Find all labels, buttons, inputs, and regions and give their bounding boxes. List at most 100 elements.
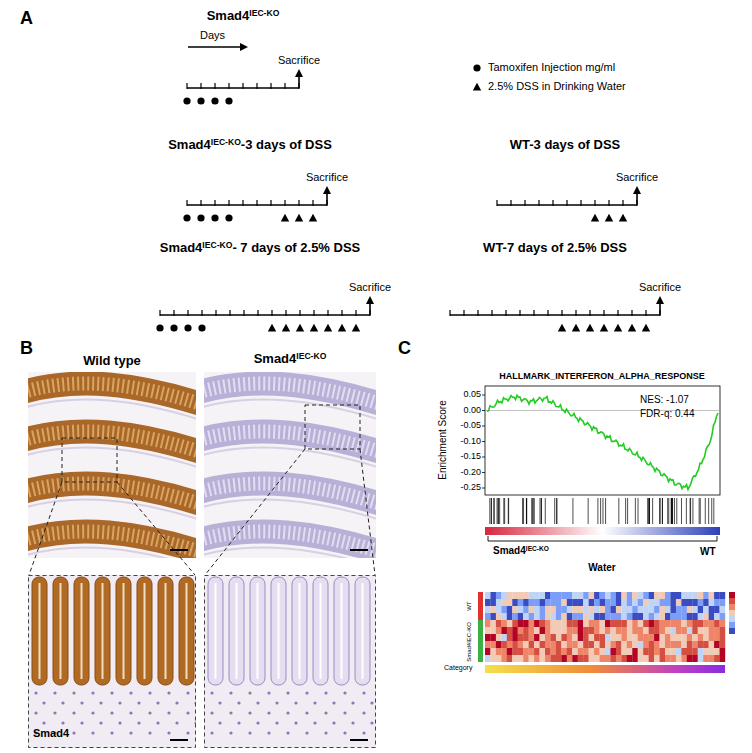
crypt-lumen: [39, 583, 41, 679]
heatmap-cell: [589, 620, 595, 627]
heatmap-cell: [627, 613, 633, 620]
scale-bar: [170, 739, 188, 741]
stroma-nucleus: [313, 721, 316, 724]
stroma-nucleus: [343, 711, 346, 714]
figure-label: Smad4IEC-KO: [466, 622, 472, 662]
day-tick: [510, 200, 511, 206]
heatmap-cell: [720, 627, 726, 634]
heatmap-cell: [572, 634, 578, 641]
heatmap-cell: [643, 606, 649, 613]
days-arrow: [188, 46, 246, 47]
stroma-nucleus: [256, 701, 259, 704]
gene-hit-bar: [676, 498, 677, 524]
heatmap-cell: [660, 627, 666, 634]
crypt-lumen: [341, 583, 343, 679]
heatmap-cell: [556, 613, 562, 620]
heatmap-cell: [665, 627, 671, 634]
stroma-nucleus: [286, 691, 289, 694]
day-tick: [271, 310, 272, 316]
heatmap-cell: [643, 620, 649, 627]
heatmap-cell: [578, 613, 584, 620]
dss-triangle: [282, 324, 290, 332]
dss-triangle: [628, 324, 636, 332]
tamoxifen-dot: [211, 214, 218, 221]
stroma-nucleus: [53, 711, 56, 714]
heatmap-cell: [556, 634, 562, 641]
heatmap-cell: [709, 627, 715, 634]
heatmap-cell: [600, 599, 606, 606]
day-tick: [561, 310, 562, 316]
day-tick: [580, 200, 581, 206]
gene-hit-bar: [699, 498, 700, 524]
heatmap-cell: [518, 606, 524, 613]
stroma-nucleus: [80, 721, 83, 724]
tamoxifen-dot: [183, 97, 190, 104]
heatmap-cell: [665, 599, 671, 606]
heatmap-cell: [518, 613, 524, 620]
heatmap-cell: [485, 599, 491, 606]
heatmap-cell: [703, 627, 709, 634]
gene-hit-bar: [708, 498, 709, 524]
heatmap-cell: [534, 648, 540, 655]
heatmap-cell: [567, 592, 573, 599]
heatmap-cell: [616, 620, 622, 627]
group-strip: [478, 655, 483, 662]
heatmap-cell: [709, 620, 715, 627]
heatmap-cell: [529, 655, 535, 662]
stroma-nucleus: [218, 721, 221, 724]
gene-hit-bar: [668, 498, 669, 524]
heatmap-cell: [610, 592, 616, 599]
day-tick: [242, 200, 243, 206]
heatmap-cell: [643, 599, 649, 606]
heatmap-scale: [729, 592, 735, 598]
heatmap-cell: [638, 648, 644, 655]
heatmap-cell: [676, 606, 682, 613]
heatmap-cell: [485, 592, 491, 599]
stroma-nucleus: [42, 721, 45, 724]
heatmap-cell: [496, 620, 502, 627]
heatmap-cell: [638, 634, 644, 641]
heatmap-cell: [540, 620, 546, 627]
heatmap-cell: [687, 606, 693, 613]
heatmap-cell: [616, 634, 622, 641]
stroma-nucleus: [42, 701, 45, 704]
heatmap-cell: [490, 620, 496, 627]
sacrifice-arrow: [636, 188, 638, 205]
heatmap-cell: [490, 655, 496, 662]
tamoxifen-dot: [211, 97, 218, 104]
day-tick: [186, 83, 187, 89]
heatmap-cell: [567, 655, 573, 662]
gene-hit-bar: [667, 498, 668, 524]
heatmap-cell: [583, 620, 589, 627]
gene-hit-bar: [652, 498, 653, 524]
heatmap-cell: [589, 655, 595, 662]
timeline-axis: [160, 314, 370, 315]
heatmap-cell: [589, 641, 595, 648]
label-group: Days: [200, 29, 225, 42]
heatmap-cell: [610, 641, 616, 648]
dss-triangle: [572, 324, 580, 332]
figure-label: HALLMARK_INTERFERON_ALPHA_RESPONSE: [499, 371, 705, 381]
group-bracket: [488, 536, 717, 541]
day-tick: [533, 310, 534, 316]
y-tick: [482, 441, 485, 442]
heatmap-cell: [540, 606, 546, 613]
heatmap-cell: [583, 648, 589, 655]
stroma-nucleus: [34, 691, 37, 694]
crypt-lumen: [215, 583, 217, 679]
label-group: A: [20, 8, 33, 30]
gene-hit-bar: [662, 498, 663, 524]
heatmap-cell: [561, 620, 567, 627]
figure-label: Sacrifice: [616, 171, 658, 183]
heatmap-cell: [545, 627, 551, 634]
stroma-nucleus: [256, 721, 259, 724]
day-tick: [547, 310, 548, 316]
heatmap-cell: [632, 613, 638, 620]
crypt-lumen: [60, 583, 62, 679]
heatmap-cell: [496, 641, 502, 648]
crypt: [313, 577, 328, 685]
stroma-nucleus: [186, 691, 189, 694]
heatmap-cell: [501, 634, 507, 641]
heatmap-cell: [550, 613, 556, 620]
heatmap-cell: [665, 613, 671, 620]
